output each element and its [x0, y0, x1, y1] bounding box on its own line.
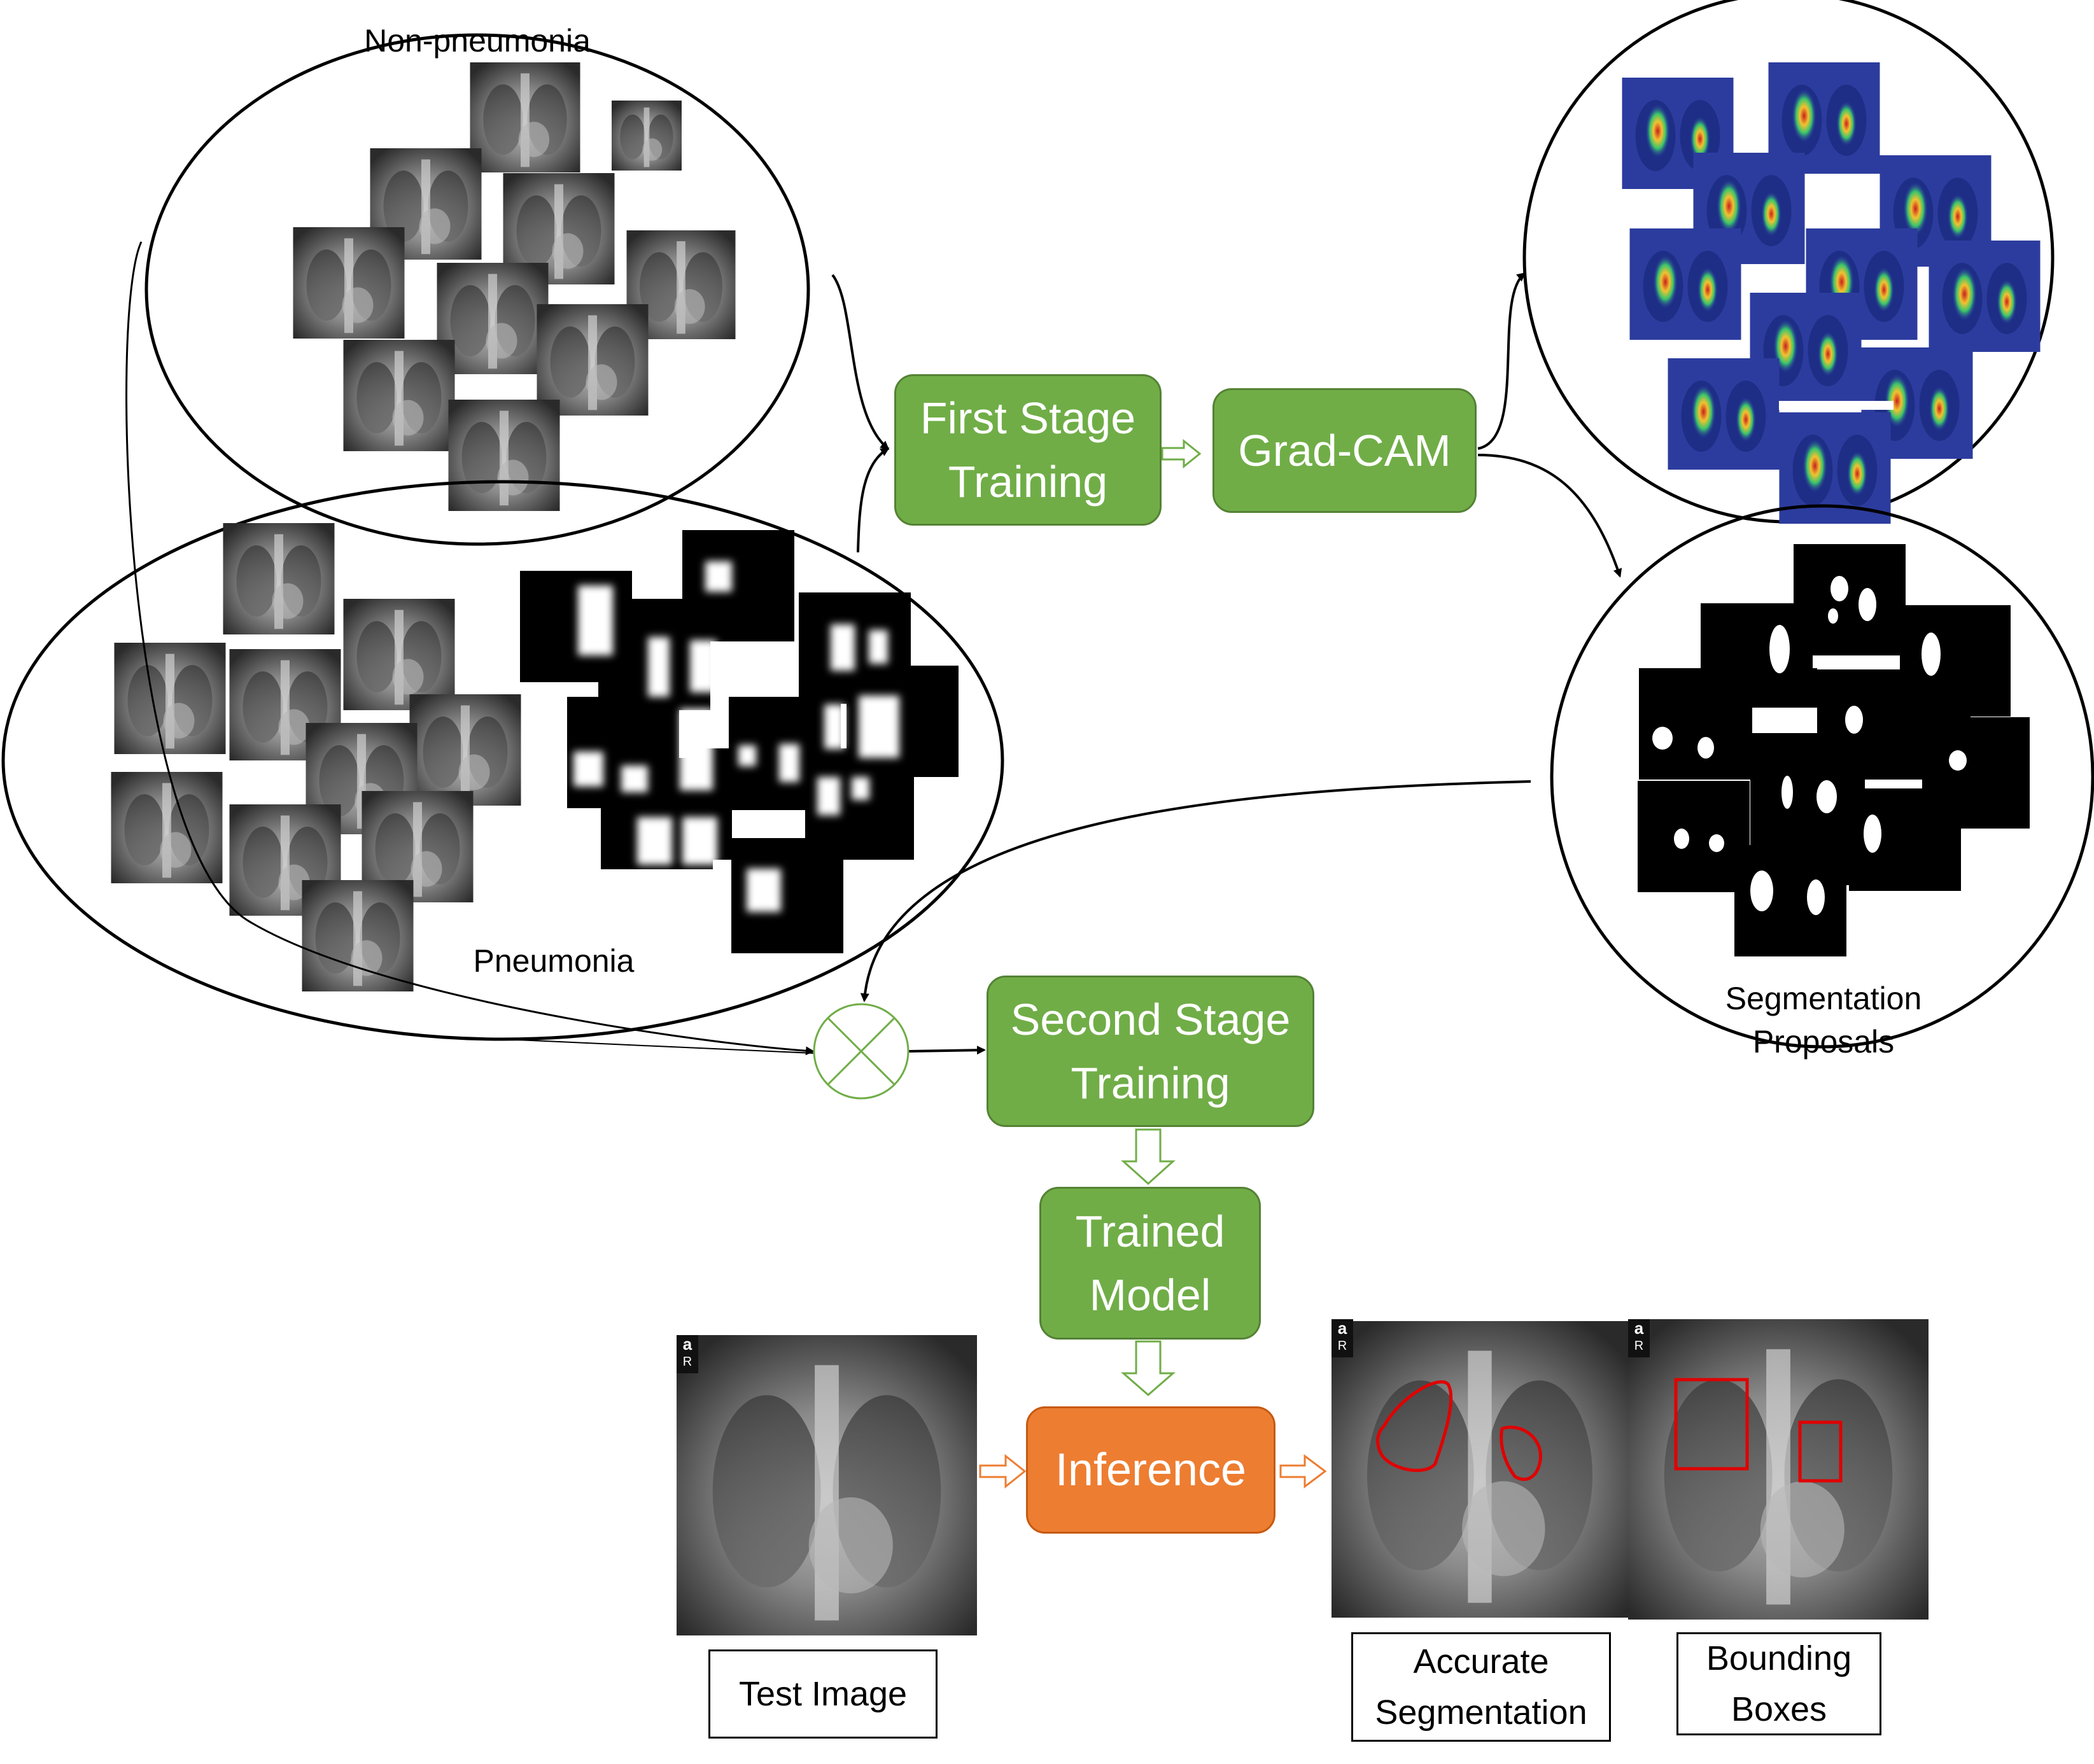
non-pneumonia-label: Non-pneumonia — [364, 23, 591, 59]
marker-letter: a — [682, 1334, 692, 1354]
marker-side: R — [1337, 1339, 1347, 1353]
connectors — [125, 241, 1622, 1056]
marker-letter: a — [1337, 1319, 1347, 1338]
arrow-test-to-inference — [979, 1453, 1027, 1489]
heatmap-thumbnail — [1668, 358, 1780, 470]
inference-box: Inference — [1026, 1406, 1275, 1534]
gradcam-heatmaps — [1522, 0, 2055, 524]
xray-marker: a R — [677, 1335, 698, 1373]
bounding-box — [1674, 1378, 1749, 1471]
segmentation-output — [1332, 1321, 1628, 1618]
pneumonia-set — [1, 480, 1004, 1041]
marker-side: R — [1634, 1339, 1644, 1353]
segmentation-contour — [1500, 1425, 1542, 1481]
xray-thumbnail — [537, 304, 649, 416]
xray-marker: a R — [1332, 1319, 1353, 1357]
xray-thumbnail — [223, 523, 335, 634]
segmentation-proposals — [1550, 504, 2094, 1049]
grad-cam-box: Grad-CAM — [1212, 388, 1477, 513]
xray-thumbnail — [409, 694, 521, 806]
xray-thumbnail — [293, 227, 405, 339]
xray-thumbnail — [612, 101, 682, 171]
xray-thumbnail — [111, 772, 223, 883]
combine-node — [813, 1003, 910, 1100]
segmentation-circle — [1550, 504, 2094, 1049]
block-arrows — [979, 438, 1327, 1489]
arrow-first-to-gradcam — [1161, 438, 1202, 469]
xray-thumbnail — [343, 340, 455, 451]
xray-thumbnail — [448, 400, 560, 511]
xray-thumbnail — [343, 599, 455, 710]
segmentation-contour — [1376, 1380, 1453, 1473]
non-pneumonia-circle — [144, 33, 810, 546]
test-image-label: Test Image — [708, 1649, 938, 1739]
heatmap-thumbnail — [1629, 228, 1741, 340]
bounding-box-masks — [520, 530, 959, 953]
first-stage-training-box: First Stage Training — [894, 374, 1162, 526]
bounding-box — [1798, 1420, 1843, 1483]
xray-thumbnail — [470, 62, 580, 172]
test-image — [677, 1335, 977, 1635]
pneumonia-label: Pneumonia — [473, 943, 635, 979]
bounding-box-output — [1628, 1319, 1929, 1620]
xray-marker: a R — [1628, 1319, 1650, 1357]
trained-model-box: Trained Model — [1039, 1187, 1261, 1340]
accurate-segmentation-label: Accurate Segmentation — [1351, 1632, 1611, 1742]
marker-letter: a — [1634, 1319, 1644, 1338]
heatmap-thumbnail — [1929, 241, 2041, 352]
arrow-inference-to-output — [1279, 1454, 1327, 1488]
segmentation-proposals-label: Segmentation Proposals — [1725, 981, 1922, 1060]
second-stage-training-box: Second Stage Training — [987, 976, 1314, 1127]
xray-thumbnail — [302, 880, 414, 991]
arrow-model-to-inference — [1120, 1340, 1176, 1396]
bounding-boxes-label: Bounding Boxes — [1676, 1632, 1881, 1735]
arrow-second-to-model — [1121, 1128, 1176, 1186]
non-pneumonia-set — [144, 33, 810, 546]
xray-thumbnail — [114, 643, 226, 754]
marker-side: R — [682, 1355, 692, 1369]
